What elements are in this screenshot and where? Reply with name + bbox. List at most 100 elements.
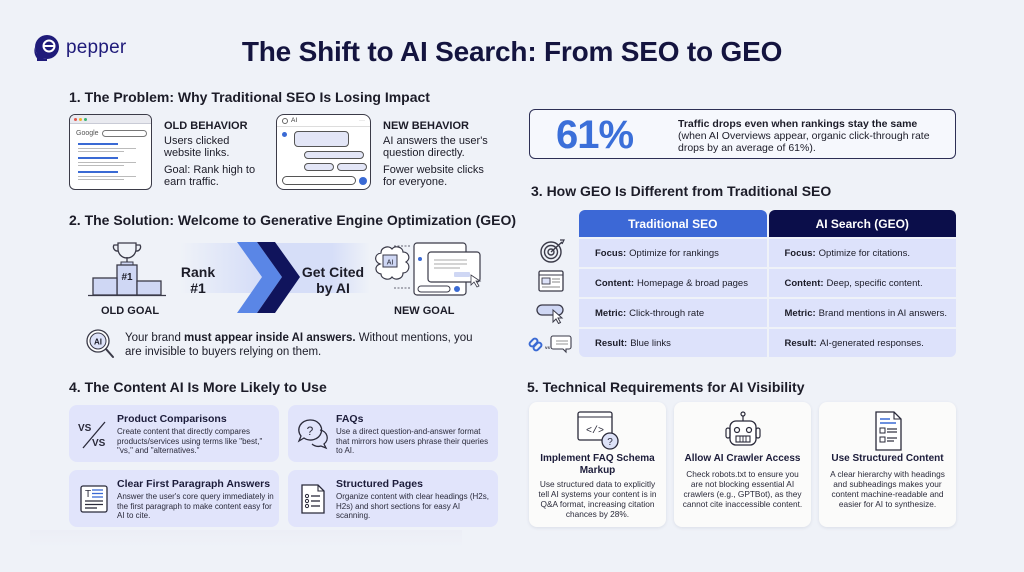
ai-chat-illustration: AI ··· — [276, 114, 371, 190]
solution-note: Your brand must appear inside AI answers… — [125, 331, 475, 359]
traditional-cell: Focus:Optimize for rankings — [579, 239, 767, 267]
old-behavior: OLD BEHAVIOR Users clicked website links… — [164, 120, 264, 188]
column-ai-search: AI Search (GEO) — [768, 210, 956, 237]
user-avatar-icon — [282, 132, 287, 137]
code-question-icon: </> ? — [576, 411, 619, 450]
new-behavior-line1: AI answers the user's question directly. — [383, 135, 488, 159]
card-text: Use a direct question-and-answer format … — [336, 427, 489, 456]
tech-card-structured-content: Use Structured Content A clear hierarchy… — [819, 402, 956, 527]
trophy-podium-icon — [88, 242, 166, 297]
content-heading: 4. The Content AI Is More Likely to Use — [69, 379, 327, 395]
card-text: Use structured data to explicitly tell A… — [538, 479, 657, 519]
ai-magnifier-icon: AI — [86, 329, 114, 358]
note-bold: must appear inside AI answers. — [184, 332, 356, 344]
ai-cell: Result:AI-generated responses. — [768, 329, 956, 357]
stat-description: Traffic drops even when rankings stay th… — [678, 118, 950, 154]
new-behavior: NEW BEHAVIOR AI answers the user's quest… — [383, 120, 493, 188]
svg-text:?: ? — [607, 437, 613, 448]
from-rank-text: Rank #1 — [178, 264, 218, 296]
content-card-product-comparisons: VS VS Product Comparisons Create content… — [69, 405, 279, 462]
send-icon — [359, 177, 367, 185]
card-title: Structured Pages — [336, 478, 423, 490]
google-wordmark: Google — [76, 130, 99, 137]
new-goal-label: NEW GOAL — [394, 305, 455, 317]
card-text: Answer the user's core query immediately… — [117, 492, 274, 521]
ai-logo-icon — [282, 117, 288, 124]
page-title: The Shift to AI Search: From SEO to GEO — [241, 36, 783, 67]
section-backdrop — [30, 530, 462, 548]
svg-text:T: T — [85, 489, 91, 500]
robot-icon — [724, 411, 761, 446]
card-text: Organize content with clear headings (H2… — [336, 492, 489, 521]
table-row: Content:Homepage & broad pages Content:D… — [579, 269, 956, 297]
table-row: Metric:Click-through rate Metric:Brand m… — [579, 299, 956, 327]
chat-input — [282, 176, 356, 185]
stat-value: 61% — [556, 113, 634, 157]
vs-icon: VS VS — [78, 421, 106, 449]
ai-cell: Focus:Optimize for citations. — [768, 239, 956, 267]
table-header: Traditional SEO AI Search (GEO) — [579, 210, 956, 237]
podium-rank: #1 — [121, 272, 133, 283]
column-traditional-seo: Traditional SEO — [579, 210, 767, 237]
brand-name: pepper — [66, 37, 127, 58]
structured-list-icon — [301, 484, 325, 514]
brand-logo: pepper — [34, 34, 126, 62]
from-line2: #1 — [190, 280, 206, 296]
content-card-structured-pages: Structured Pages Organize content with c… — [288, 470, 498, 527]
card-text: A clear hierarchy with headings and subh… — [830, 469, 945, 509]
old-behavior-line1: Users clicked website links. — [164, 135, 230, 159]
search-bar-icon — [101, 130, 147, 137]
stat-detail: (when AI Overviews appear, organic click… — [678, 130, 930, 154]
svg-text:AI: AI — [94, 338, 102, 347]
traditional-cell: Content:Homepage & broad pages — [579, 269, 767, 297]
click-cursor-icon — [536, 304, 564, 324]
problem-heading: 1. The Problem: Why Traditional SEO Is L… — [69, 89, 430, 105]
svg-text:VS: VS — [92, 438, 106, 449]
card-text: Create content that directly compares pr… — [117, 427, 263, 456]
svg-text:AI: AI — [387, 260, 394, 267]
faq-bubbles-icon: ? — [297, 419, 328, 450]
technical-heading: 5. Technical Requirements for AI Visibil… — [527, 379, 805, 395]
table-row: Focus:Optimize for rankings Focus:Optimi… — [579, 239, 956, 267]
card-title: Use Structured Content — [831, 453, 944, 464]
stat-headline: Traffic drops even when rankings stay th… — [678, 118, 918, 130]
old-behavior-label: OLD BEHAVIOR — [164, 120, 248, 132]
stat-callout: 61% Traffic drops even when rankings sta… — [529, 109, 956, 159]
card-title: FAQs — [336, 413, 364, 425]
to-line2: by AI — [316, 280, 350, 296]
card-text: Check robots.txt to ensure you are not b… — [682, 469, 803, 509]
from-line1: Rank — [180, 264, 216, 280]
new-behavior-label: NEW BEHAVIOR — [383, 120, 469, 132]
old-behavior-line2: Goal: Rank high to earn traffic. — [164, 164, 256, 188]
webpage-icon — [538, 270, 564, 292]
old-goal-label: OLD GOAL — [101, 305, 160, 317]
tech-card-crawler-access: Allow AI Crawler Access Check robots.txt… — [674, 402, 811, 527]
table-row: Result:Blue links Result:AI-generated re… — [579, 329, 956, 357]
ai-chat-label: AI — [291, 117, 298, 124]
to-cited-text: Get Cited by AI — [298, 264, 368, 296]
paragraph-doc-icon: T — [80, 485, 108, 513]
card-title: Clear First Paragraph Answers — [117, 478, 271, 490]
to-line1: Get Cited — [301, 264, 365, 280]
double-chevron-icon — [237, 242, 300, 313]
comparison-table: Traditional SEO AI Search (GEO) Focus:Op… — [579, 210, 956, 357]
traditional-cell: Metric:Click-through rate — [579, 299, 767, 327]
svg-text:?: ? — [307, 424, 314, 438]
content-card-faqs: ? FAQs Use a direct question-and-answer … — [288, 405, 498, 462]
ai-brain-citation-icon: AI — [375, 242, 482, 296]
svg-text:</>: </> — [585, 425, 603, 437]
ai-cell: Metric:Brand mentions in AI answers. — [768, 299, 956, 327]
card-title: Product Comparisons — [117, 413, 227, 425]
tech-card-faq-schema: </> ? Implement FAQ Schema Markup Use st… — [529, 402, 666, 527]
svg-text:VS: VS — [78, 423, 92, 434]
pepper-logo-icon — [34, 35, 59, 61]
note-prefix: Your brand — [125, 332, 185, 344]
traditional-cell: Result:Blue links — [579, 329, 767, 357]
card-title: Allow AI Crawler Access — [684, 453, 801, 464]
document-structure-icon — [874, 411, 902, 451]
note-suffix: Without mentions, you are invisible to b… — [125, 332, 473, 358]
target-icon — [540, 239, 565, 263]
content-card-first-paragraph: T Clear First Paragraph Answers Answer t… — [69, 470, 279, 527]
vs-text: vs — [545, 345, 551, 350]
comparison-heading: 3. How GEO Is Different from Traditional… — [531, 183, 832, 199]
